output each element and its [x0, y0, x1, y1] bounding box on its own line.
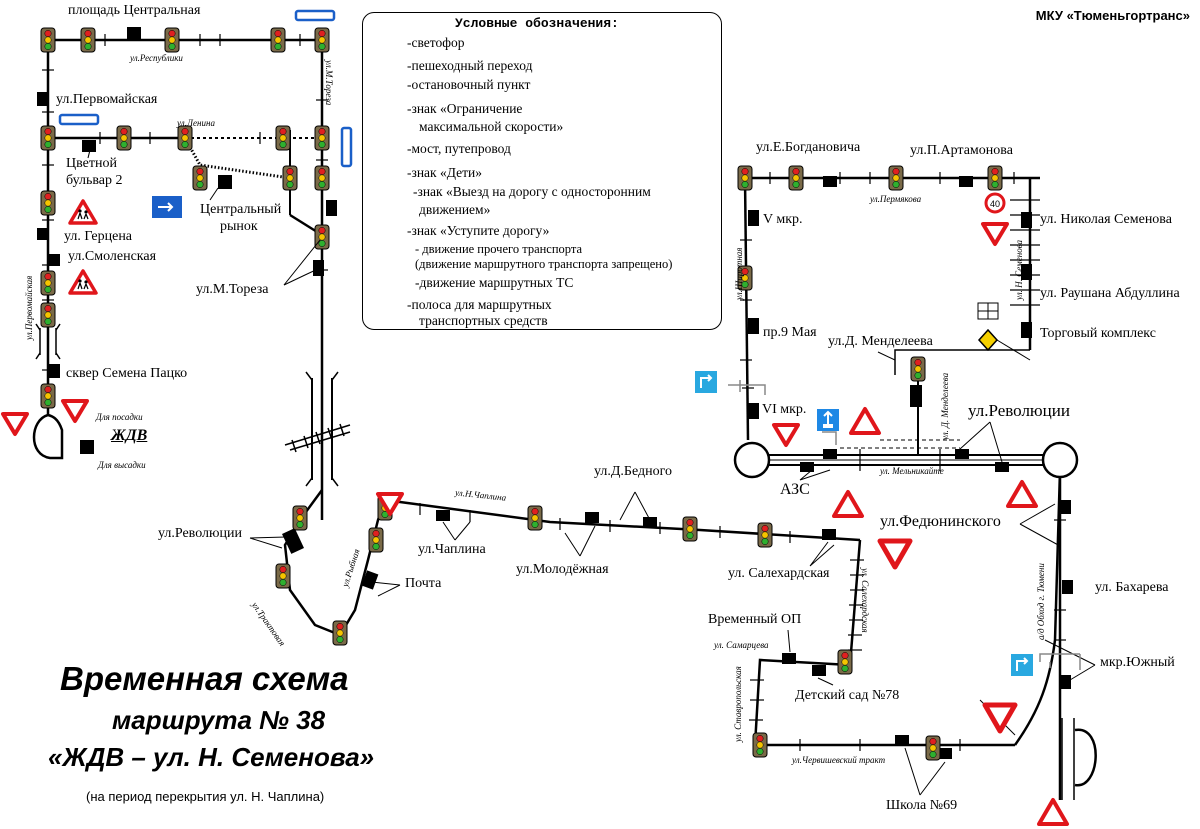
legend-panel: Условные обозначения: -светофор -пешеход…	[362, 12, 722, 330]
label-tsentr-rynok: Центральный	[200, 202, 282, 217]
svg-text:40: 40	[990, 199, 1000, 209]
street-melnikayte: ул. Мельникайте	[880, 466, 944, 476]
label-vi-mkr: VI мкр.	[762, 402, 807, 417]
label-dlya-vysadki: Для высадки	[98, 460, 146, 470]
bus-stops-left	[37, 27, 379, 590]
bus-stops-right	[748, 176, 1032, 472]
label-detsky-sad: Детский сад №78	[795, 688, 900, 703]
bus-stops-middle	[436, 500, 1073, 759]
legend-item-route-line: -движение маршрутных ТС	[415, 275, 574, 290]
label-raushana: ул. Раушана Абдуллина	[1040, 286, 1180, 301]
street-stavropolskaya: ул. Ставропольская	[733, 666, 743, 742]
label-tsvetnoy: Цветной	[66, 156, 117, 171]
organization-name: МКУ «Тюменьгортранс»	[1035, 8, 1190, 23]
street-respubliki: ул.Республики	[130, 53, 183, 63]
title-line-3: «ЖДВ – ул. Н. Семенова»	[48, 742, 375, 772]
legend-item-yield: -знак «Уступите дорогу»	[407, 223, 550, 238]
label-pervomayskaya: ул.Первомайская	[56, 92, 158, 107]
legend-item-traffic-light: -светофор	[407, 35, 465, 50]
label-chaplina: ул.Чаплина	[418, 542, 486, 557]
label-d-mendeleeva: ул.Д. Менделеева	[828, 334, 933, 349]
street-permyakova: ул.Пермякова	[870, 194, 922, 204]
title-line-2: маршрута № 38	[112, 705, 326, 735]
legend-item-other-traffic: - движение прочего транспорта	[415, 242, 583, 256]
label-p-artamonova: ул.П.Артамонова	[910, 143, 1013, 158]
legend-item-bus-stop: -остановочный пункт	[407, 77, 531, 92]
label-revolyutsii-right: ул.Революции	[968, 401, 1070, 420]
label-n-semenova: ул. Николая Семенова	[1040, 212, 1172, 227]
street-salekhardskaya-vertical: ул. Салехардская	[860, 568, 870, 633]
street-shirotnaya: ул.Широтная	[734, 247, 744, 300]
label-smolenskaya: ул.Смоленская	[68, 249, 157, 264]
street-pervomayskaya-vertical: ул.Первомайская	[24, 275, 34, 340]
label-fedyuninskogo: ул.Федюнинского	[880, 513, 1001, 530]
legend-item-speed-limit-2: максимальной скорости»	[419, 119, 564, 134]
street-d-mendeleeva-vertical: ул. Д. Менделеева	[940, 372, 950, 440]
legend-item-one-way: -знак «Выезд на дорогу с односторонним	[413, 184, 651, 199]
street-obkhod: а/д Обход г. Тюмени	[1036, 563, 1046, 640]
street-m-toreza-vertical: ул.М.Тореза	[324, 60, 334, 106]
legend-item-one-way-2: движением»	[419, 202, 491, 217]
label-torgovy: Торговый комплекс	[1040, 326, 1156, 341]
street-n-semenova-vertical: ул. Н. Семенова	[1014, 239, 1024, 300]
label-mkr-yuzhny: мкр.Южный	[1100, 655, 1175, 670]
label-azs: АЗС	[780, 481, 810, 498]
label-e-bogdanovicha: ул.Е.Богдановича	[756, 140, 861, 155]
left-network	[32, 38, 387, 637]
label-tsentr-rynok-2: рынок	[220, 219, 258, 234]
crosswalks-middle	[419, 503, 1066, 751]
legend-item-children: -знак «Дети»	[407, 165, 482, 180]
legend-item-bus-lane-2: транспортных средств	[419, 313, 548, 328]
label-tsvetnoy-2: бульвар 2	[66, 173, 123, 188]
legend-item-bus-lane: -полоса для маршрутных	[407, 297, 552, 312]
legend-item-crosswalk: -пешеходный переход	[407, 58, 533, 73]
label-m-toreza: ул.М.Тореза	[196, 282, 269, 297]
title-note: (на период перекрытия ул. Н. Чаплина)	[86, 789, 325, 804]
legend-title: Условные обозначения:	[455, 16, 619, 31]
legend-item-speed-limit: -знак «Ограничение	[407, 101, 523, 116]
label-gertsena: ул. Герцена	[64, 229, 133, 244]
label-ploshchad: площадь Центральная	[68, 3, 201, 18]
label-skver: сквер Семена Пацко	[66, 366, 188, 381]
signs-middle	[376, 480, 1081, 826]
label-shkola: Школа №69	[886, 798, 958, 813]
legend-item-bridge: -мост, путепровод	[407, 141, 511, 156]
label-pr9maya: пр.9 Мая	[763, 325, 817, 340]
legend-item-other-traffic-2: (движение маршрутного транспорта запреще…	[415, 257, 673, 271]
signs-left	[1, 9, 353, 436]
label-salekhardskaya: ул. Салехардская	[728, 566, 830, 581]
label-v-mkr: V мкр.	[763, 212, 803, 227]
label-revolyutsii-left: ул.Революции	[158, 526, 242, 541]
title-line-1: Временная схема	[60, 660, 349, 697]
street-samartseva: ул. Самарцева	[714, 640, 769, 650]
label-bakhareva: ул. Бахарева	[1095, 580, 1169, 595]
street-chervishevsky: ул.Червишевский тракт	[792, 755, 886, 765]
label-vremenny-op: Временный ОП	[708, 612, 802, 627]
signs-right: 40	[694, 192, 1009, 518]
label-pochta: Почта	[405, 576, 442, 591]
label-d-bednogo: ул.Д.Бедного	[594, 464, 672, 479]
leader-lines-right	[799, 339, 1031, 481]
label-molodezhnaya: ул.Молодёжная	[516, 562, 609, 577]
label-zhdv: ЖДВ	[111, 427, 148, 444]
leader-lines-left	[87, 149, 401, 597]
label-dlya-posadki: Для посадки	[96, 412, 143, 422]
street-lenina: ул.Ленина	[177, 118, 215, 128]
